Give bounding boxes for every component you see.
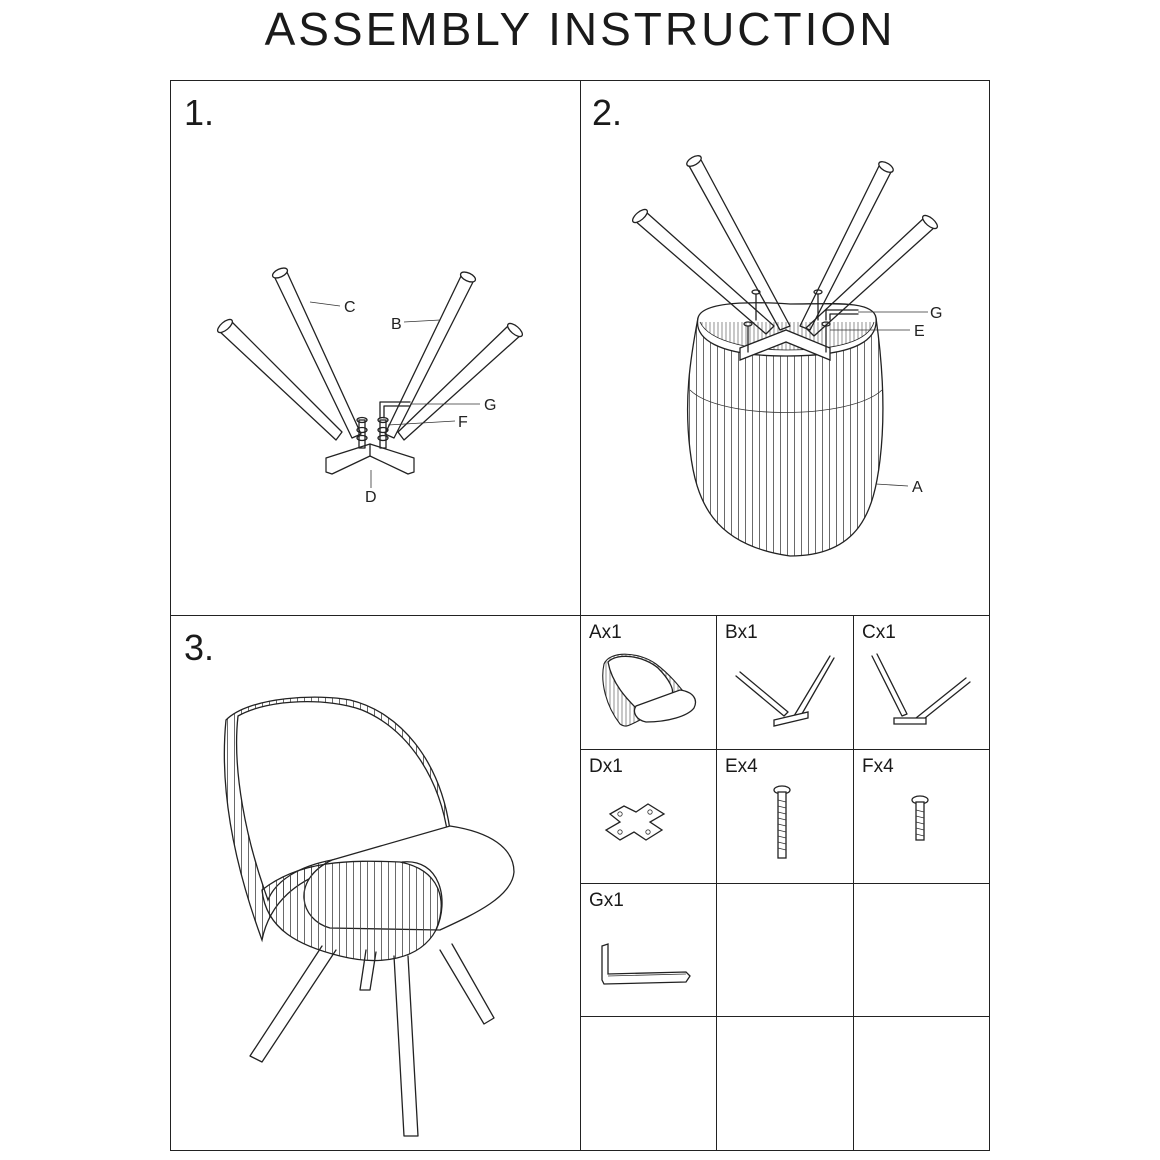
label-a: A [912,479,923,496]
part-e-icon [773,785,791,859]
part-a-icon [602,653,697,727]
label-c: C [344,299,356,316]
part-label: Fx4 [862,756,894,777]
label-e: E [914,323,925,340]
label-g: G [484,397,496,414]
part-g-icon [601,943,691,985]
step-number: 2. [592,92,623,133]
step-2-seat-drawing [631,155,939,557]
label-f: F [458,414,468,431]
part-label: Ax1 [589,622,622,643]
part-label: Cx1 [862,622,896,643]
step-3-chair-drawing [223,696,515,1137]
part-label: Ex4 [725,756,758,777]
part-label: Dx1 [589,756,623,777]
step-1-legs-drawing [216,267,524,488]
page-title: ASSEMBLY INSTRUCTION [264,3,896,55]
step-number: 3. [184,627,215,668]
part-label: Gx1 [589,890,624,911]
label-g: G [930,305,942,322]
empty-cell [853,1016,990,1151]
part-c-icon [871,653,971,725]
label-d: D [365,489,377,506]
part-label: Bx1 [725,622,758,643]
step-number: 1. [184,92,215,133]
part-f-icon [911,795,929,841]
label-b: B [391,316,402,333]
part-b-icon [735,655,835,727]
part-d-icon [604,803,666,841]
